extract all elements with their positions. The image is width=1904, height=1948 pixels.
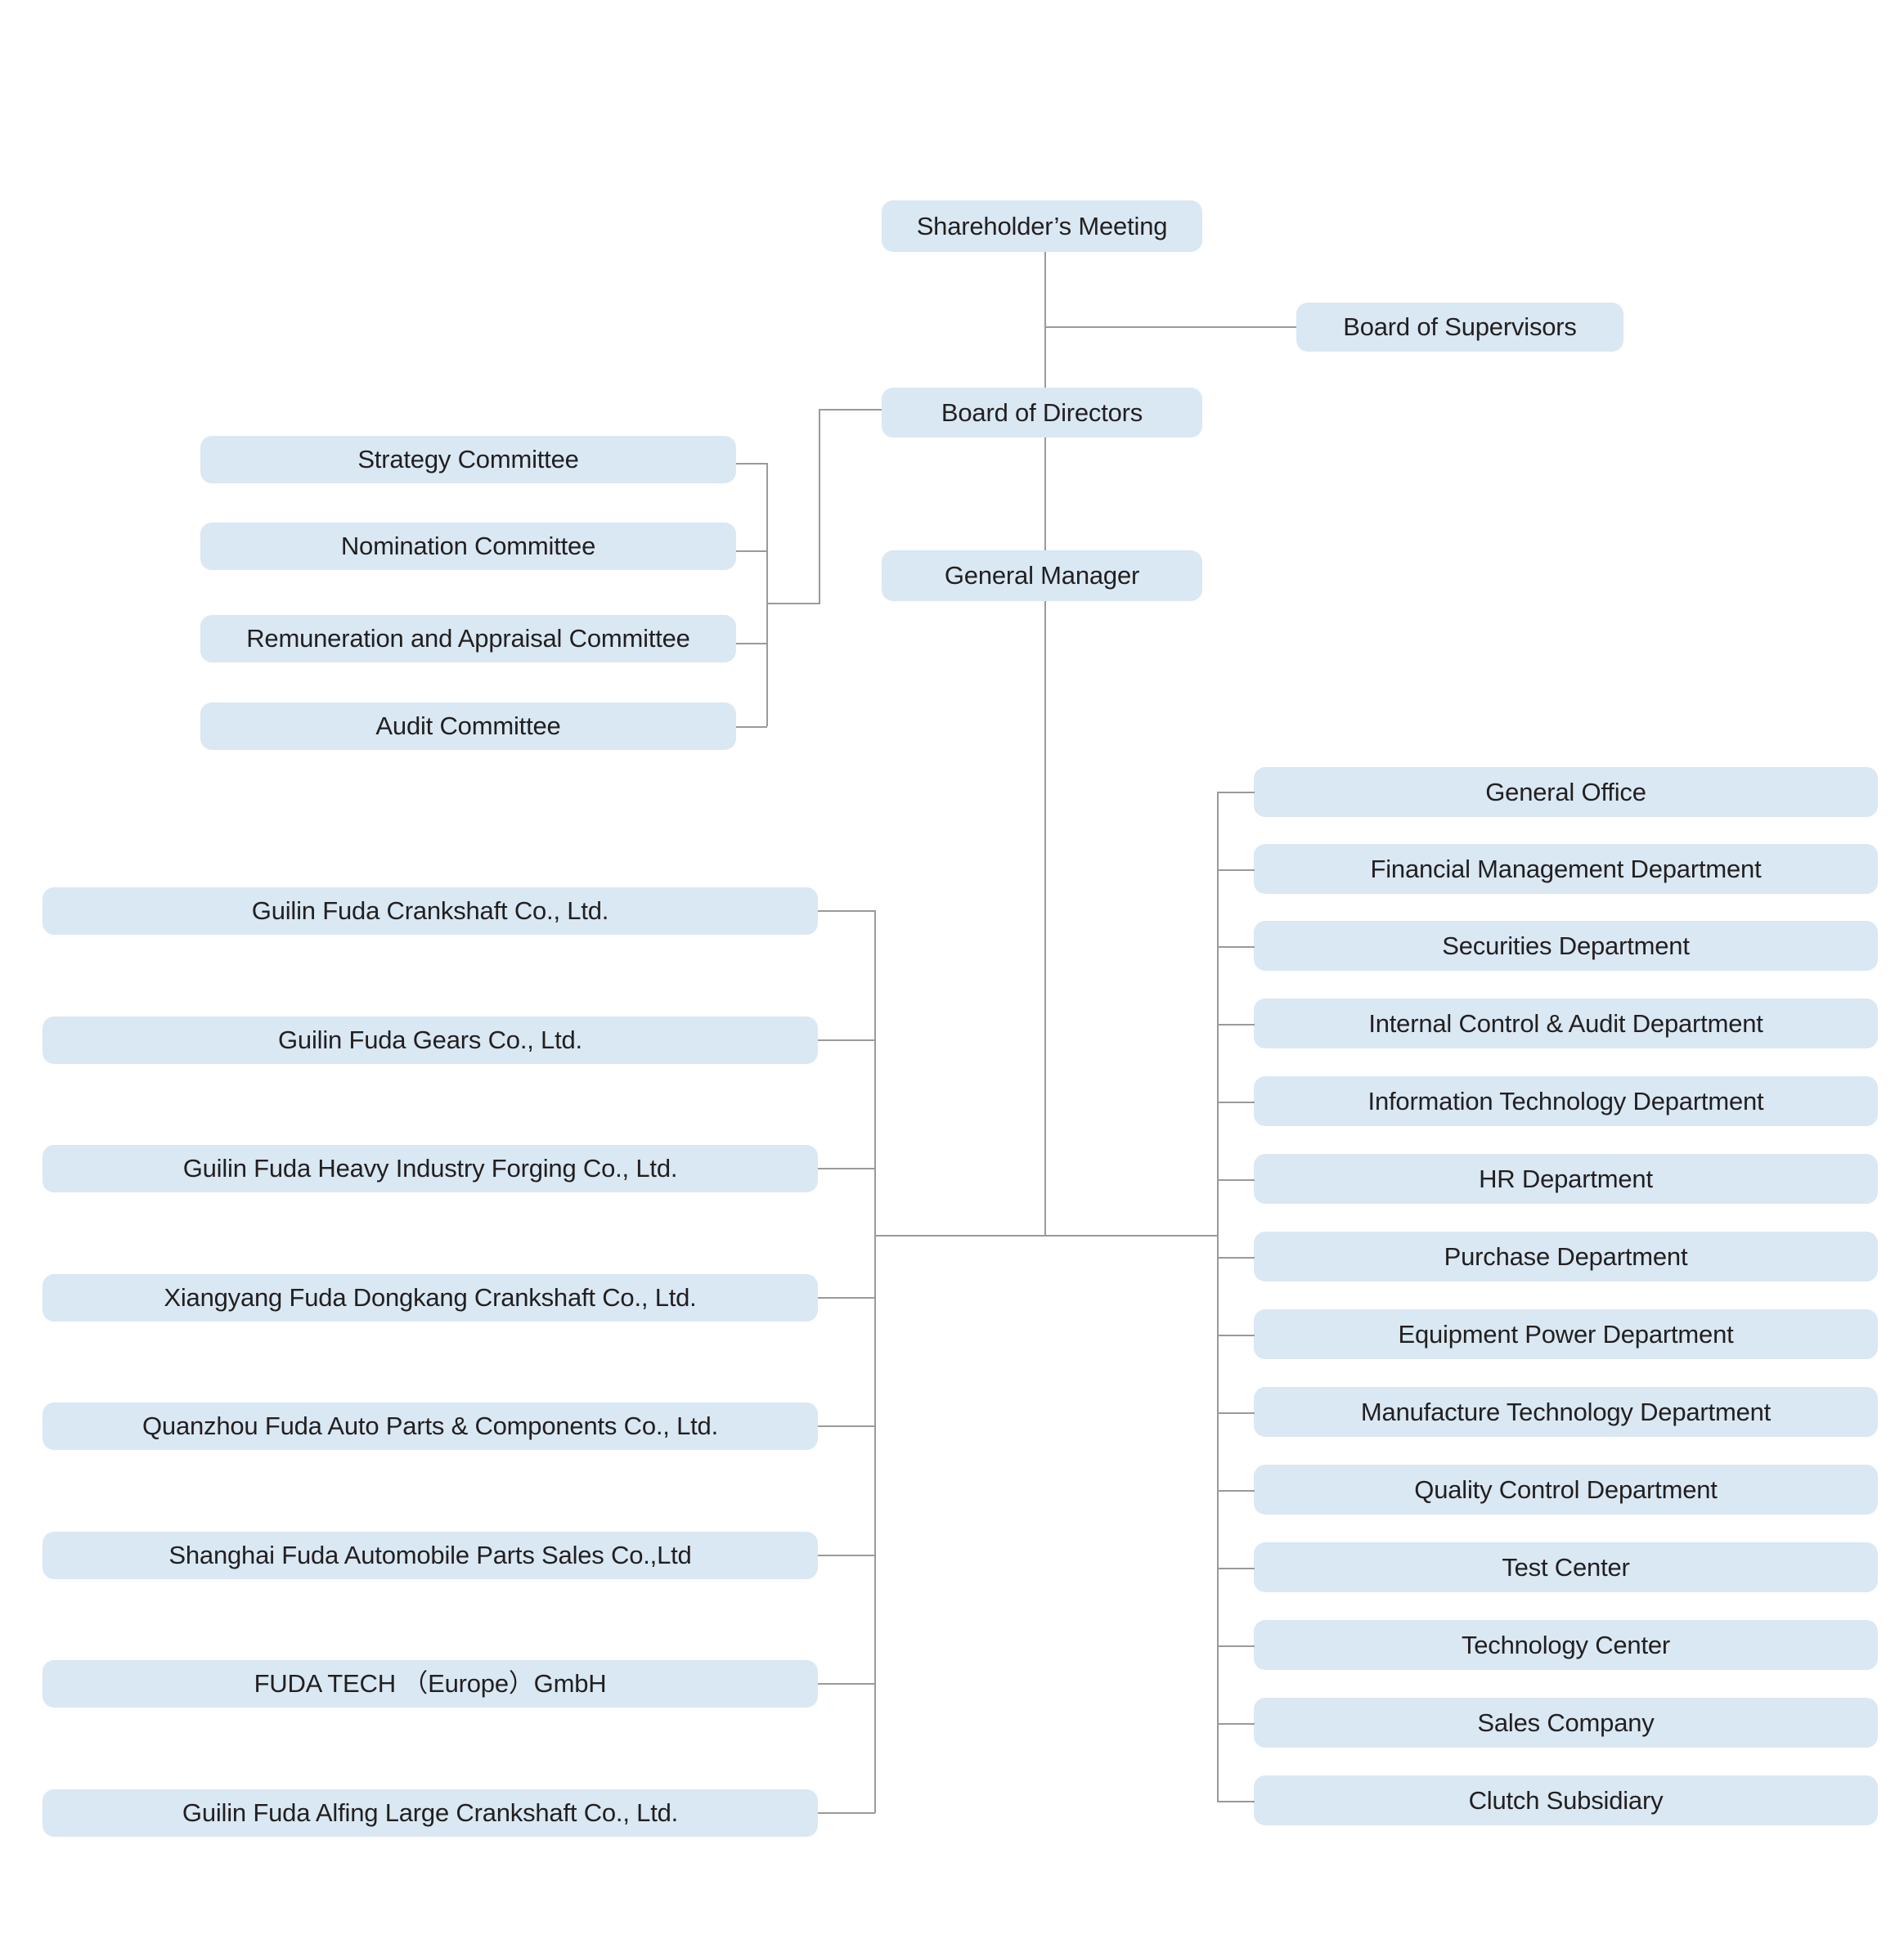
connector-committee-riser	[819, 409, 820, 604]
node-board-of-directors[interactable]: Board of Directors	[882, 388, 1202, 438]
node-department-equipment-power[interactable]: Equipment Power Department	[1254, 1309, 1878, 1359]
node-label: Shanghai Fuda Automobile Parts Sales Co.…	[168, 1541, 692, 1570]
connector-committee-stub-remuneration	[736, 643, 767, 644]
connector-department-stub-6	[1217, 1179, 1255, 1181]
connector-department-stub-8	[1217, 1335, 1255, 1336]
connector-department-stub-14	[1217, 1801, 1255, 1802]
node-label: Information Technology Department	[1367, 1086, 1764, 1115]
node-label: FUDA TECH （Europe）GmbH	[254, 1669, 607, 1699]
node-label: Guilin Fuda Gears Co., Ltd.	[278, 1026, 582, 1055]
node-label: Sales Company	[1477, 1708, 1655, 1737]
connector-subsidiary-stub-1	[818, 910, 875, 912]
node-label: Clutch Subsidiary	[1468, 1785, 1664, 1815]
connector-shareholders-to-board	[1044, 252, 1046, 388]
connector-subsidiary-spine	[874, 910, 876, 1813]
node-department-technology-center[interactable]: Technology Center	[1254, 1620, 1878, 1670]
node-label: Guilin Fuda Crankshaft Co., Ltd.	[251, 896, 609, 926]
connector-department-spine	[1217, 792, 1219, 1801]
connector-committee-bracket-link	[766, 603, 820, 604]
node-subsidiary-guilin-fuda-gears[interactable]: Guilin Fuda Gears Co., Ltd.	[43, 1017, 818, 1064]
node-label: General Manager	[944, 561, 1140, 590]
connector-directors-to-general-manager	[1044, 438, 1046, 550]
node-subsidiary-guilin-fuda-heavy-industry-forging[interactable]: Guilin Fuda Heavy Industry Forging Co., …	[43, 1145, 818, 1192]
node-department-test-center[interactable]: Test Center	[1254, 1542, 1878, 1592]
node-label: Audit Committee	[375, 711, 561, 741]
node-label: General Office	[1485, 777, 1646, 806]
node-label: Board of Supervisors	[1343, 312, 1577, 342]
node-subsidiary-xiangyang-fuda-dongkang-crankshaft[interactable]: Xiangyang Fuda Dongkang Crankshaft Co., …	[43, 1274, 818, 1322]
connector-subsidiary-stub-5	[818, 1425, 875, 1427]
node-department-general-office[interactable]: General Office	[1254, 767, 1878, 817]
connector-subsidiary-stub-7	[818, 1683, 875, 1685]
node-label: Manufacture Technology Department	[1360, 1397, 1772, 1426]
node-department-quality-control[interactable]: Quality Control Department	[1254, 1465, 1878, 1515]
connector-general-manager-trunk	[1044, 601, 1046, 1236]
node-label: Remuneration and Appraisal Committee	[246, 624, 690, 653]
node-label: Xiangyang Fuda Dongkang Crankshaft Co., …	[164, 1283, 697, 1313]
connector-department-stub-4	[1217, 1024, 1255, 1026]
node-label: Nomination Committee	[340, 532, 596, 561]
node-department-manufacture-technology[interactable]: Manufacture Technology Department	[1254, 1387, 1878, 1437]
node-label: Strategy Committee	[357, 445, 579, 474]
node-label: Quanzhou Fuda Auto Parts & Components Co…	[141, 1412, 719, 1441]
connector-committee-stub-nomination	[736, 550, 767, 552]
node-label: Shareholder’s Meeting	[916, 211, 1168, 240]
node-label: Financial Management Department	[1370, 854, 1762, 883]
node-department-internal-control-audit[interactable]: Internal Control & Audit Department	[1254, 999, 1878, 1048]
node-label: Securities Department	[1442, 931, 1690, 960]
node-label: Internal Control & Audit Department	[1368, 1008, 1763, 1038]
connector-department-stub-7	[1217, 1257, 1255, 1259]
node-subsidiary-shanghai-fuda-automobile-parts-sales[interactable]: Shanghai Fuda Automobile Parts Sales Co.…	[43, 1532, 818, 1579]
node-board-of-supervisors[interactable]: Board of Supervisors	[1296, 303, 1623, 352]
connector-department-stub-11	[1217, 1568, 1255, 1569]
connector-department-stub-10	[1217, 1490, 1255, 1492]
node-department-purchase[interactable]: Purchase Department	[1254, 1232, 1878, 1281]
node-label: HR Department	[1479, 1164, 1653, 1193]
connector-subsidiary-stub-3	[818, 1168, 875, 1169]
node-label: Guilin Fuda Heavy Industry Forging Co., …	[182, 1154, 678, 1183]
node-shareholders-meeting[interactable]: Shareholder’s Meeting	[882, 200, 1202, 252]
node-department-hr[interactable]: HR Department	[1254, 1154, 1878, 1204]
node-subsidiary-quanzhou-fuda-auto-parts[interactable]: Quanzhou Fuda Auto Parts & Components Co…	[43, 1403, 818, 1450]
connector-subsidiary-stub-4	[818, 1297, 875, 1299]
node-label: Technology Center	[1461, 1630, 1671, 1659]
node-department-financial-management[interactable]: Financial Management Department	[1254, 844, 1878, 894]
node-general-manager[interactable]: General Manager	[882, 550, 1202, 601]
node-department-sales-company[interactable]: Sales Company	[1254, 1698, 1878, 1748]
node-committee-strategy[interactable]: Strategy Committee	[200, 436, 736, 483]
connector-central-junction-bar	[874, 1235, 1219, 1237]
node-label: Quality Control Department	[1414, 1474, 1718, 1504]
connector-department-stub-1	[1217, 792, 1255, 793]
node-department-clutch-subsidiary[interactable]: Clutch Subsidiary	[1254, 1775, 1878, 1825]
connector-department-stub-5	[1217, 1102, 1255, 1103]
node-committee-audit[interactable]: Audit Committee	[200, 702, 736, 750]
node-label: Purchase Department	[1444, 1241, 1688, 1271]
node-subsidiary-guilin-fuda-alfing-large-crankshaft[interactable]: Guilin Fuda Alfing Large Crankshaft Co.,…	[43, 1789, 818, 1837]
connector-directors-to-committees	[819, 409, 882, 411]
node-subsidiary-guilin-fuda-crankshaft[interactable]: Guilin Fuda Crankshaft Co., Ltd.	[43, 887, 818, 935]
connector-subsidiary-stub-8	[818, 1812, 875, 1814]
node-label: Guilin Fuda Alfing Large Crankshaft Co.,…	[182, 1798, 679, 1828]
node-label: Equipment Power Department	[1398, 1319, 1734, 1349]
connector-department-stub-12	[1217, 1645, 1255, 1647]
node-committee-remuneration-appraisal[interactable]: Remuneration and Appraisal Committee	[200, 615, 736, 662]
connector-department-stub-9	[1217, 1412, 1255, 1414]
connector-subsidiary-stub-6	[818, 1555, 875, 1556]
connector-subsidiary-stub-2	[818, 1039, 875, 1041]
node-committee-nomination[interactable]: Nomination Committee	[200, 523, 736, 570]
connector-department-stub-13	[1217, 1723, 1255, 1725]
connector-committee-stub-strategy	[736, 463, 767, 465]
node-label: Test Center	[1502, 1552, 1630, 1582]
connector-to-board-of-supervisors	[1044, 326, 1296, 328]
node-department-information-technology[interactable]: Information Technology Department	[1254, 1076, 1878, 1126]
connector-committee-spine	[766, 463, 768, 726]
connector-department-stub-2	[1217, 869, 1255, 871]
node-subsidiary-fuda-tech-europe-gmbh[interactable]: FUDA TECH （Europe）GmbH	[43, 1660, 818, 1708]
node-label: Board of Directors	[941, 397, 1143, 427]
connector-committee-stub-audit	[736, 726, 767, 728]
connector-department-stub-3	[1217, 946, 1255, 948]
node-department-securities[interactable]: Securities Department	[1254, 921, 1878, 971]
